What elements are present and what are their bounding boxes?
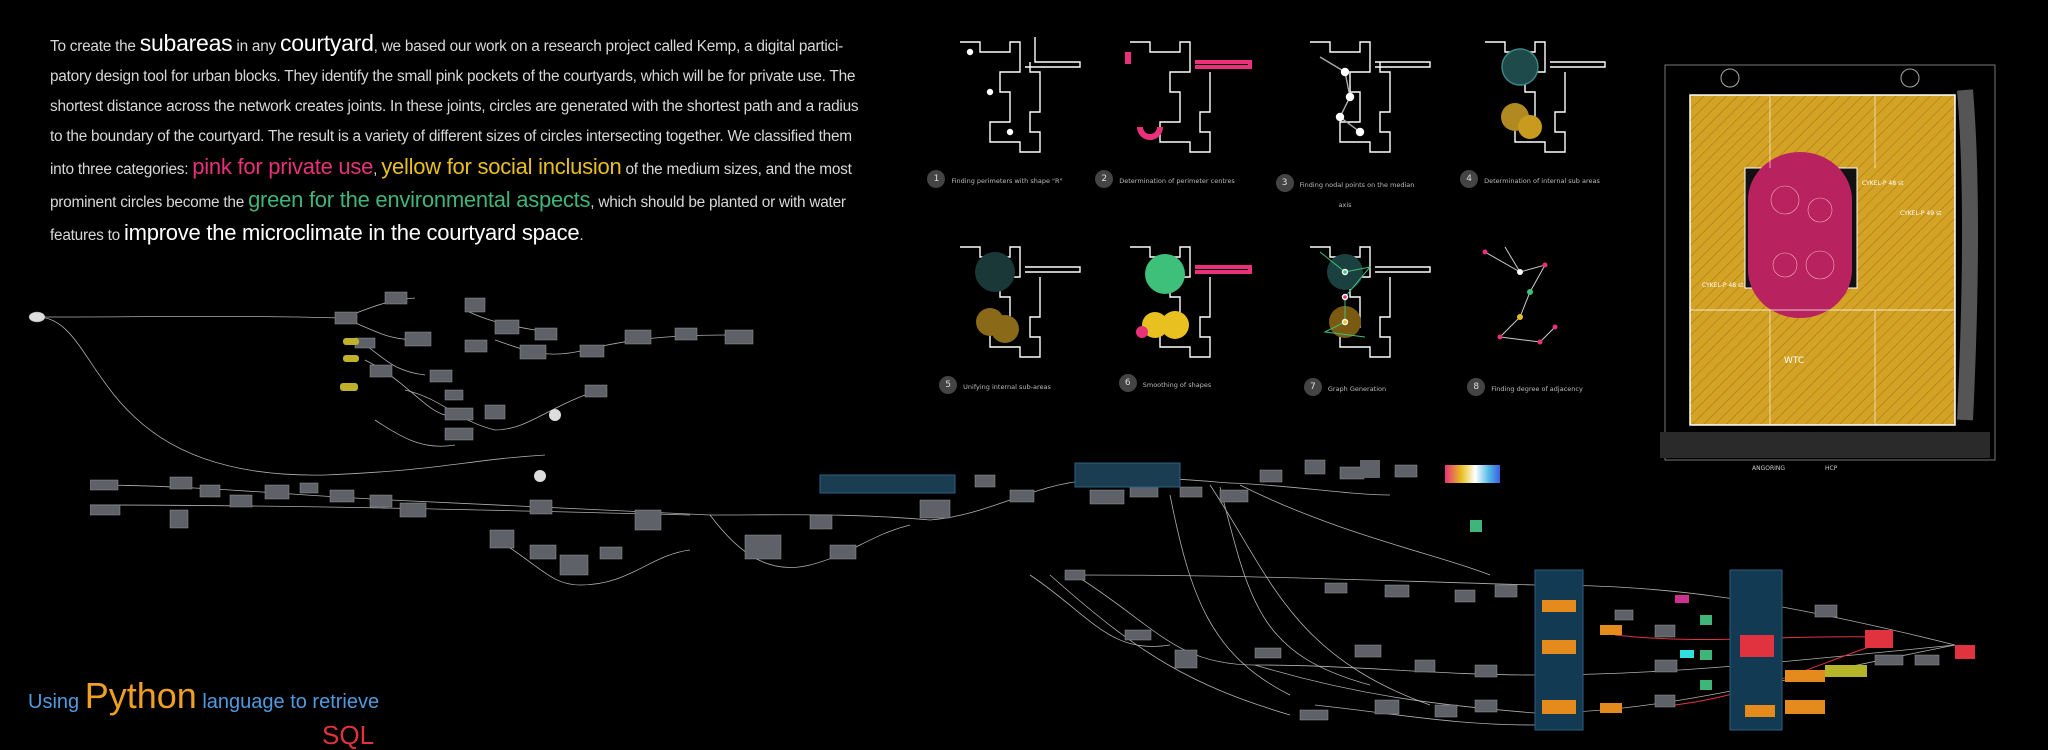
step-2-caption: 2 Determination of perimeter centres <box>1090 168 1240 188</box>
step-5-diagram <box>960 246 1081 358</box>
keyword-sql: SQL <box>322 720 375 750</box>
step-7-diagram <box>1310 246 1431 358</box>
plan-label-west: CYKEL-P 48 st <box>1702 282 1744 289</box>
plan-street-right: HCP <box>1825 465 1838 472</box>
python-text: Using <box>28 691 85 713</box>
keyword-courtyard: courtyard <box>280 30 374 56</box>
step-4-diagram <box>1485 41 1606 153</box>
step-5-caption: 5 Unifying internal sub-areas <box>920 374 1070 394</box>
keyword-yellow: yellow for social inclusion <box>381 154 622 179</box>
step-label: Finding nodal points on the median axis <box>1299 181 1415 209</box>
intro-text: in any <box>232 38 281 55</box>
step-6-diagram <box>1130 246 1252 358</box>
step-label: Determination of perimeter centres <box>1119 177 1235 185</box>
node-graph-upper <box>28 291 754 482</box>
plan-label-east: CYKEL-P 49 st <box>1900 210 1942 217</box>
node-graph-middle <box>90 459 1500 716</box>
step-number: 4 <box>1460 169 1479 188</box>
intro-text: of the medium sizes, and the most promin… <box>50 161 852 211</box>
step-number: 8 <box>1467 377 1486 396</box>
keyword-microclimate: improve the microclimate in the courtyar… <box>124 220 580 245</box>
step-1-diagram <box>960 37 1081 153</box>
step-label: Smoothing of shapes <box>1142 381 1212 389</box>
step-4-caption: 4 Determination of internal sub areas <box>1455 168 1605 188</box>
intro-text: , which should be planted or with water … <box>50 194 846 244</box>
step-label: Finding degree of adjacency <box>1491 385 1583 393</box>
step-number: 3 <box>1275 173 1294 192</box>
step-number: 2 <box>1095 169 1114 188</box>
node-graph-lower <box>1064 569 1975 731</box>
step-1-caption: 1 Finding perimeters with shape "R" <box>920 168 1070 188</box>
intro-text: . <box>579 227 584 244</box>
step-diagrams <box>960 37 1606 358</box>
keyword-subareas: subareas <box>139 30 233 56</box>
python-caption: Using Python language to retrieve <box>28 675 379 717</box>
step-6-caption: 6 Smoothing of shapes <box>1090 372 1240 392</box>
step-label: Graph Generation <box>1327 385 1387 393</box>
step-2-diagram <box>1125 41 1252 153</box>
step-number: 6 <box>1118 373 1137 392</box>
intro-paragraph: To create the subareas in any courtyard,… <box>50 28 860 251</box>
step-8-caption: 8 Finding degree of adjacency <box>1450 376 1600 396</box>
step-3-diagram <box>1310 41 1431 153</box>
plan-label-north: CYKEL-P 48 st <box>1862 180 1904 187</box>
step-label: Unifying internal sub-areas <box>963 383 1051 391</box>
step-3-caption: 3 Finding nodal points on the median axis <box>1270 172 1420 211</box>
step-8-diagram <box>1482 246 1558 345</box>
step-label: Finding perimeters with shape "R" <box>951 177 1063 185</box>
keyword-pink: pink for private use <box>192 154 374 179</box>
intro-text: , <box>373 161 382 178</box>
step-7-caption: 7 Graph Generation <box>1270 376 1420 396</box>
plan-street-left: ANGORING <box>1752 465 1786 472</box>
intro-text: , we based our work on a research projec… <box>50 38 859 178</box>
intro-text: To create the <box>50 38 140 55</box>
step-number: 1 <box>927 169 946 188</box>
step-number: 5 <box>939 375 958 394</box>
site-plan <box>1660 64 1996 461</box>
step-number: 7 <box>1303 377 1322 396</box>
keyword-green: green for the environmental aspects <box>248 187 591 212</box>
step-label: Determination of internal sub areas <box>1484 177 1600 185</box>
keyword-python: Python <box>84 675 197 716</box>
plan-label-center: WTC <box>1784 356 1805 366</box>
python-text: language to retrieve <box>196 691 380 713</box>
